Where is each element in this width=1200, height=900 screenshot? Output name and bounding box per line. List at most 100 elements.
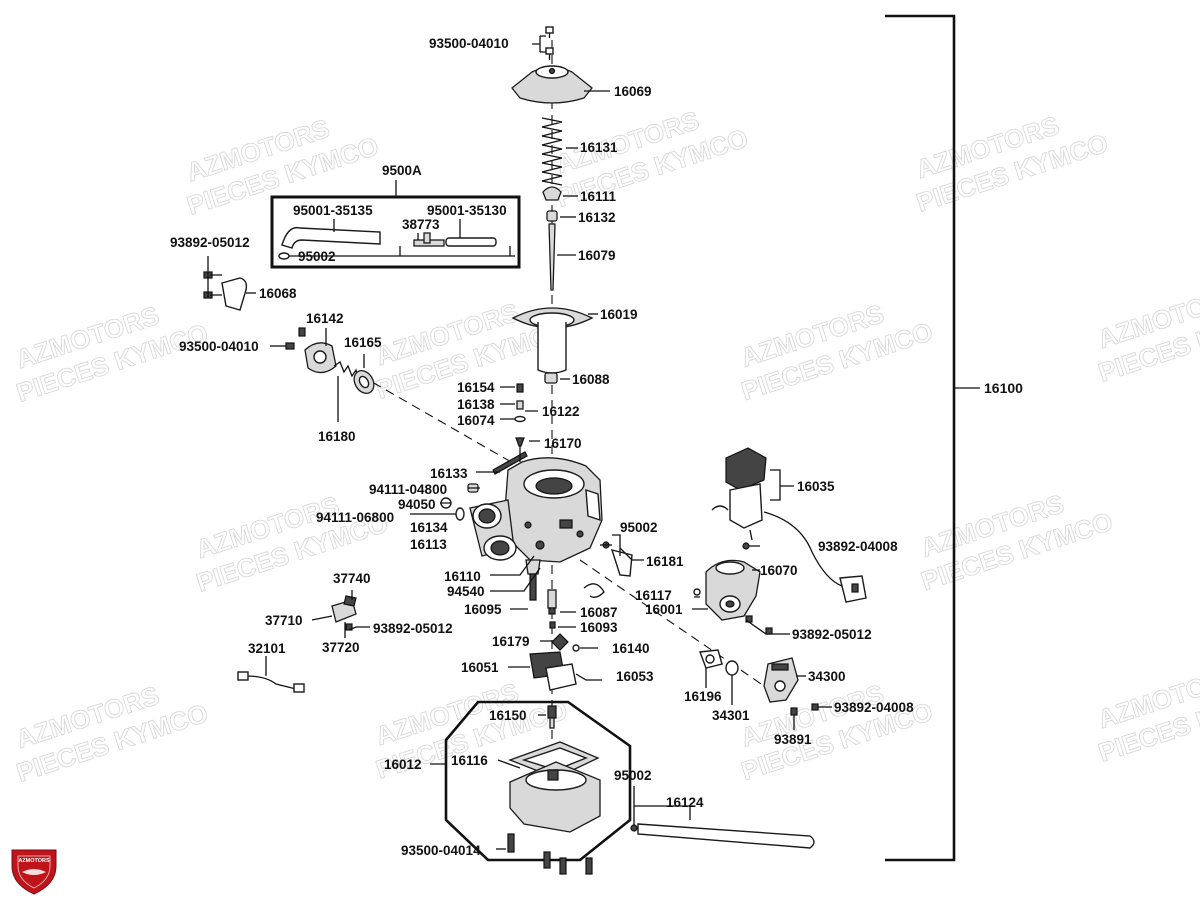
left-parts-group bbox=[203, 256, 375, 422]
label-93892-05012: 93892-05012 bbox=[170, 235, 250, 250]
label-16138: 16138 bbox=[457, 397, 495, 412]
label-93500-04010: 93500-04010 bbox=[429, 36, 509, 51]
label-16170: 16170 bbox=[544, 436, 582, 451]
label-16124: 16124 bbox=[666, 795, 704, 810]
top-cap-group bbox=[511, 26, 610, 384]
piston-plug bbox=[544, 372, 558, 384]
label-94540: 94540 bbox=[447, 584, 485, 599]
side-hose-16181 bbox=[600, 534, 644, 577]
idle-screw-16133 bbox=[492, 451, 528, 475]
label-16132: 16132 bbox=[578, 210, 616, 225]
label-16131: 16131 bbox=[580, 140, 618, 155]
label-16093: 16093 bbox=[580, 620, 618, 635]
spring-icon bbox=[541, 117, 563, 186]
label-93892-05012: 93892-05012 bbox=[373, 621, 453, 636]
label-16179: 16179 bbox=[492, 634, 530, 649]
hose-95001-35135 bbox=[281, 226, 381, 249]
label-16074: 16074 bbox=[457, 413, 495, 428]
label-16110: 16110 bbox=[444, 569, 481, 584]
label-16035: 16035 bbox=[797, 479, 835, 494]
choke-body-16142 bbox=[285, 327, 337, 374]
label-37720: 37720 bbox=[322, 640, 360, 655]
kit-label: 9500A bbox=[382, 163, 422, 178]
rubber-boot-16035 bbox=[711, 447, 767, 541]
choke-wire bbox=[763, 511, 843, 587]
screw-icon bbox=[545, 26, 554, 60]
o-ring-16196 bbox=[699, 649, 723, 669]
cable-guide bbox=[583, 583, 701, 598]
label-95001-35130: 95001-35130 bbox=[427, 203, 507, 218]
t-fitting-38773 bbox=[413, 232, 445, 247]
label-16095: 16095 bbox=[464, 602, 502, 617]
needle-retainer bbox=[542, 186, 562, 201]
label-16051: 16051 bbox=[461, 660, 499, 675]
auto-choke-group bbox=[692, 447, 867, 635]
label-93500-04010: 93500-04010 bbox=[179, 339, 259, 354]
label-93892-05012: 93892-05012 bbox=[792, 627, 872, 642]
float-bowl-16012 bbox=[509, 761, 601, 833]
label-93892-04008: 93892-04008 bbox=[834, 700, 914, 715]
label-95002: 95002 bbox=[614, 768, 652, 783]
azmotors-logo: AZMOTORS bbox=[11, 849, 57, 895]
throttle-sensor-group bbox=[699, 649, 832, 730]
carburetor-body bbox=[469, 457, 603, 563]
label-93500-04014: 93500-04014 bbox=[401, 843, 481, 858]
o-ring-34301 bbox=[725, 660, 739, 676]
label-34300: 34300 bbox=[808, 669, 846, 684]
lower-jets bbox=[490, 555, 576, 629]
label-16181: 16181 bbox=[646, 554, 684, 569]
screw-icon bbox=[811, 703, 819, 711]
needle-clip bbox=[546, 210, 558, 222]
assembly-label: 16100 bbox=[984, 380, 1023, 396]
label-32101: 32101 bbox=[248, 641, 286, 656]
label-95002: 95002 bbox=[620, 520, 658, 535]
label-16001: 16001 bbox=[645, 602, 683, 617]
label-16111: 16111 bbox=[580, 189, 617, 204]
drain-hose-16124 bbox=[637, 823, 815, 849]
float-group bbox=[508, 633, 602, 691]
label-16070: 16070 bbox=[760, 563, 798, 578]
label-93891: 93891 bbox=[774, 732, 812, 747]
drain-screw-16150 bbox=[547, 705, 557, 729]
connector-icon bbox=[839, 575, 867, 603]
body-small-parts bbox=[410, 451, 528, 521]
label-16012: 16012 bbox=[384, 757, 422, 772]
carburetor-top-cap bbox=[511, 65, 593, 104]
label-94111-04800: 94111-04800 bbox=[369, 482, 447, 497]
logo-text: AZMOTORS bbox=[18, 858, 50, 864]
label-16134: 16134 bbox=[410, 520, 448, 535]
kit-9500a-box: 9500A bbox=[270, 163, 521, 269]
label-16116: 16116 bbox=[451, 753, 488, 768]
harness-32101 bbox=[237, 656, 305, 693]
label-94050: 94050 bbox=[398, 497, 436, 512]
label-16180: 16180 bbox=[318, 429, 356, 444]
label-16068: 16068 bbox=[259, 286, 297, 301]
assembly-bracket: 16100 bbox=[885, 14, 1023, 862]
label-16122: 16122 bbox=[542, 404, 580, 419]
label-38773: 38773 bbox=[402, 217, 440, 232]
drain-hose-group bbox=[630, 786, 815, 849]
label-16133: 16133 bbox=[430, 466, 468, 481]
label-16165: 16165 bbox=[344, 335, 382, 350]
choke-plunger-16165 bbox=[353, 370, 375, 394]
screw-icon bbox=[790, 707, 798, 716]
mounting-plate-16068 bbox=[221, 277, 248, 311]
label-16150: 16150 bbox=[489, 708, 527, 723]
throttle-sensor-34300 bbox=[763, 657, 799, 703]
label-16088: 16088 bbox=[572, 372, 610, 387]
hose-95001-35130 bbox=[445, 237, 497, 247]
label-16196: 16196 bbox=[684, 689, 722, 704]
label-34301: 34301 bbox=[712, 708, 750, 723]
float-16051 bbox=[529, 651, 577, 691]
label-16113: 16113 bbox=[410, 537, 447, 552]
label-37710: 37710 bbox=[265, 613, 303, 628]
choke-spring bbox=[333, 361, 359, 381]
label-16087: 16087 bbox=[580, 605, 618, 620]
label-95001-35135: 95001-35135 bbox=[293, 203, 373, 218]
jet-needle bbox=[548, 223, 556, 291]
label-16142: 16142 bbox=[306, 311, 344, 326]
vacuum-diaphragm bbox=[511, 307, 594, 374]
label-16019: 16019 bbox=[600, 307, 638, 322]
part-labels: 93500-04010 16069 16131 16111 16132 1607… bbox=[170, 36, 914, 858]
